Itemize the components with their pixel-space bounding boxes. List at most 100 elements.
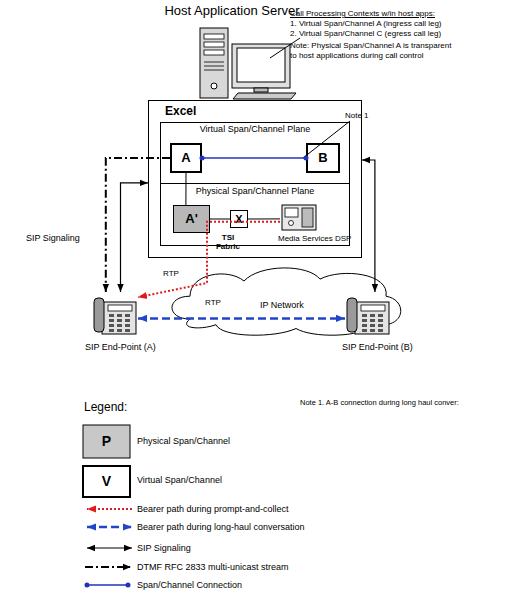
phone-key <box>370 329 375 332</box>
phone-key <box>378 319 383 322</box>
phone-key <box>125 314 130 317</box>
dsp-icon <box>282 205 316 230</box>
phone-body <box>355 302 389 334</box>
physical-channel-box: A' <box>173 205 210 233</box>
plane-box: Virtual Span/Channel PlaneA B <box>160 122 350 184</box>
keyboard <box>233 93 296 99</box>
phone-key <box>362 314 367 317</box>
phone-icon <box>94 298 136 334</box>
power-button <box>211 83 217 89</box>
connection-dot <box>304 156 309 161</box>
phone-key <box>370 324 375 327</box>
legend-text: Bearer path during long-haul conversatio… <box>137 522 305 532</box>
legend-connection-dot <box>85 583 90 588</box>
note-callout: Note 1 <box>345 111 369 120</box>
legend-sample-letter: P <box>83 425 130 458</box>
endpoint-label: SIP End-Point (A) <box>85 342 156 352</box>
callout-text: 2. Virtual Span/Channel C (egress call l… <box>290 29 441 38</box>
dsp-label: Media Services DSP <box>278 234 351 243</box>
legend-blue-dashed-line <box>87 526 132 529</box>
cloud-shape <box>172 268 401 335</box>
phone-key <box>378 324 383 327</box>
plane-heading: Physical Span/Channel Plane <box>161 186 349 196</box>
edge-label: SIP Signaling <box>26 233 80 243</box>
callout-note: Note: Physical Span/Channel A is transpa… <box>290 41 458 61</box>
legend-signaling-line <box>87 547 132 548</box>
callout-heading: Call Processing Contexts w/in host apps: <box>290 9 435 18</box>
phone-key <box>362 319 367 322</box>
phone-handset <box>94 298 104 332</box>
tower-case <box>200 28 228 98</box>
channel-letter: B <box>308 145 338 171</box>
phone-handset <box>347 298 357 332</box>
legend-red-line <box>87 508 132 510</box>
sip-signaling-line <box>362 160 375 292</box>
span-connection <box>202 157 306 159</box>
phone-key <box>109 324 114 327</box>
tower-vent <box>204 62 224 63</box>
monitor-stand <box>254 88 268 92</box>
legend-text: DTMF RFC 2833 multi-unicast stream <box>137 562 289 572</box>
phone-key <box>370 314 375 317</box>
endpoint-label: SIP End-Point (B) <box>342 342 413 352</box>
phone-key <box>378 314 383 317</box>
connector-layer <box>106 156 375 319</box>
dsp-body <box>282 205 316 230</box>
phone-node: SIP End-Point (B) <box>345 292 391 336</box>
phone-key <box>109 329 114 332</box>
edge-label: RTP <box>163 269 179 278</box>
phone-body <box>102 302 136 334</box>
sip-signaling-line <box>121 183 149 292</box>
internal-link <box>248 218 280 219</box>
channel-letter: A <box>172 145 200 171</box>
note-leader <box>303 121 350 158</box>
phone-key <box>125 324 130 327</box>
virtual-channel-box: A <box>170 143 202 173</box>
phone-key <box>117 314 122 317</box>
legend-sample-letter: V <box>83 466 130 497</box>
server-title: Host Application Server <box>152 4 312 19</box>
dsp-panel <box>285 208 298 217</box>
phone-key <box>117 324 122 327</box>
phone-key <box>378 329 383 332</box>
plane-heading: Virtual Span/Channel Plane <box>161 124 349 134</box>
legend-physical-sample <box>83 425 130 458</box>
drive-bay <box>204 34 224 39</box>
network-cloud: IP Network <box>160 262 410 338</box>
phone-key <box>117 319 122 322</box>
box-heading: Excel <box>165 105 196 119</box>
phone-key <box>117 329 122 332</box>
tsi-switch-box: X <box>230 210 248 228</box>
excel-box: ExcelVirtual Span/Channel PlaneA B Physica… <box>148 100 362 258</box>
legend-text: Physical Span/Channel <box>137 436 230 446</box>
prompt-collect-path <box>138 222 280 297</box>
phone-node: SIP End-Point (A) <box>92 292 138 336</box>
channel-letter: A' <box>174 206 209 232</box>
switch-letter: X <box>231 211 247 227</box>
legend-heading: Legend: <box>84 401 127 415</box>
phone-key <box>362 329 367 332</box>
phone-key <box>362 324 367 327</box>
fabric-label: TSI Fabric <box>213 233 243 251</box>
connection-dot <box>200 156 205 161</box>
server-icon <box>200 28 296 99</box>
virtual-channel-box: B <box>306 143 340 173</box>
phone-key <box>109 319 114 322</box>
phone-display <box>108 305 132 311</box>
monitor-frame <box>232 44 290 88</box>
dtmf-stream <box>106 158 170 292</box>
phone-key <box>109 314 114 317</box>
legend-virtual-sample <box>83 466 130 497</box>
legend-text: Bearer path during prompt-and-collect <box>137 504 289 514</box>
tower-vent <box>204 66 224 67</box>
callout-leader <box>270 38 300 58</box>
long-haul-path <box>138 317 345 320</box>
callout-text: 1. Virtual Span/Channel A (ingress call … <box>290 19 442 28</box>
drive-bay <box>204 42 224 47</box>
dsp-knob <box>289 221 294 226</box>
phone-key <box>125 319 130 322</box>
legend-text: SIP Signaling <box>137 543 191 553</box>
drive-bay <box>204 50 224 55</box>
footnote: Note 1. A-B connection during long haul … <box>300 399 459 408</box>
